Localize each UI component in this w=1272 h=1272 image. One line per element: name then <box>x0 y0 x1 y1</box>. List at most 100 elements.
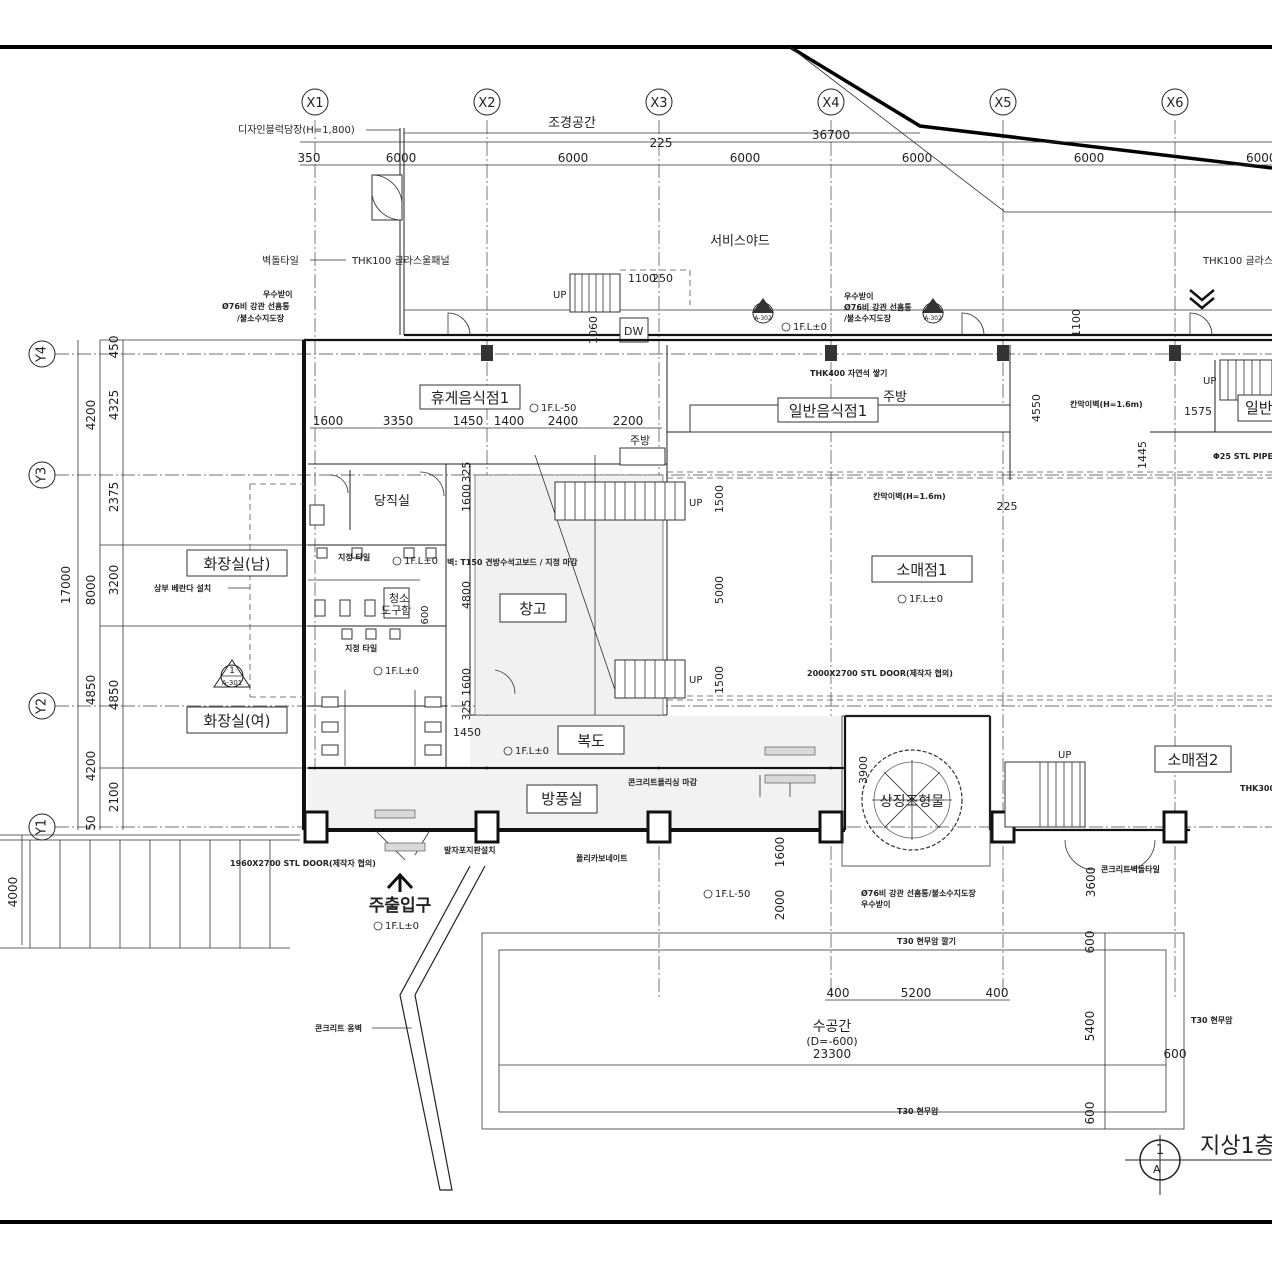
svg-text:6000: 6000 <box>730 151 761 165</box>
note-glass-panel-right: THK100 글라스 <box>1202 255 1272 267</box>
svg-text:5200: 5200 <box>901 986 932 1000</box>
svg-text:X3: X3 <box>650 96 667 111</box>
level-marker: 1F.L±0 <box>392 556 438 567</box>
kitchen-appliance <box>619 447 666 466</box>
water-feature <box>481 932 1185 1130</box>
svg-text:6000: 6000 <box>902 151 933 165</box>
grid-bubble-y4: Y4 <box>28 340 56 368</box>
room-service-yard: 서비스야드 <box>710 234 770 249</box>
room-storage: 창고 <box>519 600 547 618</box>
svg-text:X2: X2 <box>478 96 495 111</box>
svg-text:1100: 1100 <box>1070 309 1083 337</box>
svg-text:4550: 4550 <box>1030 394 1043 422</box>
svg-text:1500: 1500 <box>713 666 726 694</box>
grid-bubble-x1: X1 <box>301 88 329 116</box>
note-gutter-c2: 우수받이 <box>861 899 890 909</box>
svg-text:1600: 1600 <box>313 414 344 428</box>
note-fence: 디자인블럭담장(H=1,800) <box>238 124 355 136</box>
svg-text:5000: 5000 <box>713 576 726 604</box>
svg-text:Y1: Y1 <box>35 819 50 836</box>
svg-text:23300: 23300 <box>813 1047 851 1061</box>
note-ceiling: 상부 베란다 설치 <box>154 583 211 593</box>
svg-text:3600: 3600 <box>1084 867 1098 898</box>
svg-text:8000: 8000 <box>84 575 98 606</box>
room-landscape: 조경공간 <box>548 116 596 131</box>
svg-text:50: 50 <box>84 815 98 830</box>
grid-bubble-x4: X4 <box>817 88 845 116</box>
svg-text:4000: 4000 <box>6 877 20 908</box>
service-yard-wall: DW <box>404 269 1272 343</box>
mats <box>374 746 816 852</box>
level-marker: 1F.L±0 <box>373 921 419 932</box>
svg-text:6000: 6000 <box>1074 151 1105 165</box>
note-gutter-b1: 우수받이 <box>844 291 873 301</box>
grid-bubble-x5: X5 <box>989 88 1017 116</box>
grid-bubble-y2: Y2 <box>28 692 56 720</box>
svg-text:Y2: Y2 <box>35 698 50 715</box>
svg-text:X1: X1 <box>306 96 323 111</box>
svg-text:1F.L±0: 1F.L±0 <box>909 594 943 605</box>
svg-text:36700: 36700 <box>812 128 850 142</box>
left-dimensions: 17000 4200 8000 4850 50 450 4325 2375 32… <box>6 336 124 945</box>
svg-text:UP: UP <box>553 290 566 301</box>
svg-text:600: 600 <box>1083 931 1097 954</box>
svg-text:2375: 2375 <box>107 482 121 513</box>
svg-text:225: 225 <box>997 500 1018 513</box>
room-corridor: 복도 <box>577 732 605 750</box>
grid-bubble-x6: X6 <box>1161 88 1189 116</box>
site-boundary <box>789 45 1272 170</box>
svg-text:600: 600 <box>420 605 431 624</box>
room-sculpture: 상징조형물 <box>880 794 945 810</box>
svg-text:1: 1 <box>229 666 235 676</box>
svg-text:1600: 1600 <box>460 668 473 696</box>
interior-dimensions-row: 1600 3350 1450 1400 2400 2200 <box>310 414 662 429</box>
note-tile-2: 지정 타일 <box>345 643 377 653</box>
note-tile-1: 지정 타일 <box>338 552 370 562</box>
svg-text:1450: 1450 <box>453 414 484 428</box>
corridor-floor <box>308 716 843 828</box>
svg-text:325: 325 <box>460 700 473 721</box>
grid-bubble-x2: X2 <box>473 88 501 116</box>
grid-bubble-y3: Y3 <box>28 461 56 489</box>
svg-text:2000: 2000 <box>773 890 787 921</box>
svg-text:UP: UP <box>689 498 702 509</box>
section-marks: 1 A-301 A-302 A-302 <box>213 289 1215 688</box>
note-t30-a: T30 현무암 깔기 <box>897 936 956 946</box>
misc-dimensions: 1100 250 1060 1100 4550 1575 1445 225 32… <box>420 272 1212 1124</box>
note-door-stl: 2000X2700 STL DOOR(제작자 협의) <box>807 668 953 678</box>
room-duty: 당직실 <box>374 494 410 509</box>
stair-upper: UP <box>554 481 702 521</box>
note-door-stl2: 1960X2700 STL DOOR(제작자 협의) <box>230 858 376 868</box>
svg-text:1F.L±0: 1F.L±0 <box>515 746 549 757</box>
room-janitor-b: 도구함 <box>381 604 411 617</box>
svg-text:Y3: Y3 <box>35 467 50 484</box>
room-main-entrance: 주출입구 <box>369 896 432 916</box>
sculpture-tree <box>841 715 991 867</box>
svg-text:1400: 1400 <box>494 414 525 428</box>
annotations: 디자인블럭담장(H=1,800) 벽돌타일 THK100 글라스울패널 THK1… <box>154 124 1272 1116</box>
svg-text:225: 225 <box>650 136 673 150</box>
upper-right-stair: UP <box>1203 359 1272 401</box>
level-marker: 1F.L±0 <box>373 666 419 677</box>
level-markers: 1F.L-50 1F.L±0 1F.L±0 1F.L±0 1F.L±0 1F.L… <box>373 322 943 932</box>
title-block: 1 A 지상1층 <box>1125 1134 1272 1195</box>
svg-text:350: 350 <box>298 151 321 165</box>
svg-text:325: 325 <box>460 462 473 483</box>
title-text: 지상1층 <box>1200 1134 1272 1159</box>
svg-text:DW: DW <box>624 325 643 338</box>
svg-text:1F.L±0: 1F.L±0 <box>385 666 419 677</box>
svg-text:400: 400 <box>827 986 850 1000</box>
level-marker: 1F.L±0 <box>503 746 549 757</box>
svg-text:4200: 4200 <box>84 751 98 782</box>
svg-text:4850: 4850 <box>84 675 98 706</box>
note-partition-a: 칸막이벽(H=1.6m) <box>1070 399 1143 409</box>
svg-text:450: 450 <box>107 336 121 359</box>
sheet-frame <box>0 45 1272 1224</box>
note-doormat: 발자포지판설치 <box>444 845 496 855</box>
section-mark-a301: 1 A-301 <box>213 659 251 688</box>
svg-text:6000: 6000 <box>558 151 589 165</box>
note-gutter-a2: Ø76비 강관 선홈통 <box>222 301 290 311</box>
note-pipe: Φ25 STL PIPE <box>1213 452 1272 461</box>
room-restaurant: 일반음식점1 <box>789 402 868 420</box>
note-concrete-finish: 콘크리트폴리싱 마감 <box>628 777 698 787</box>
